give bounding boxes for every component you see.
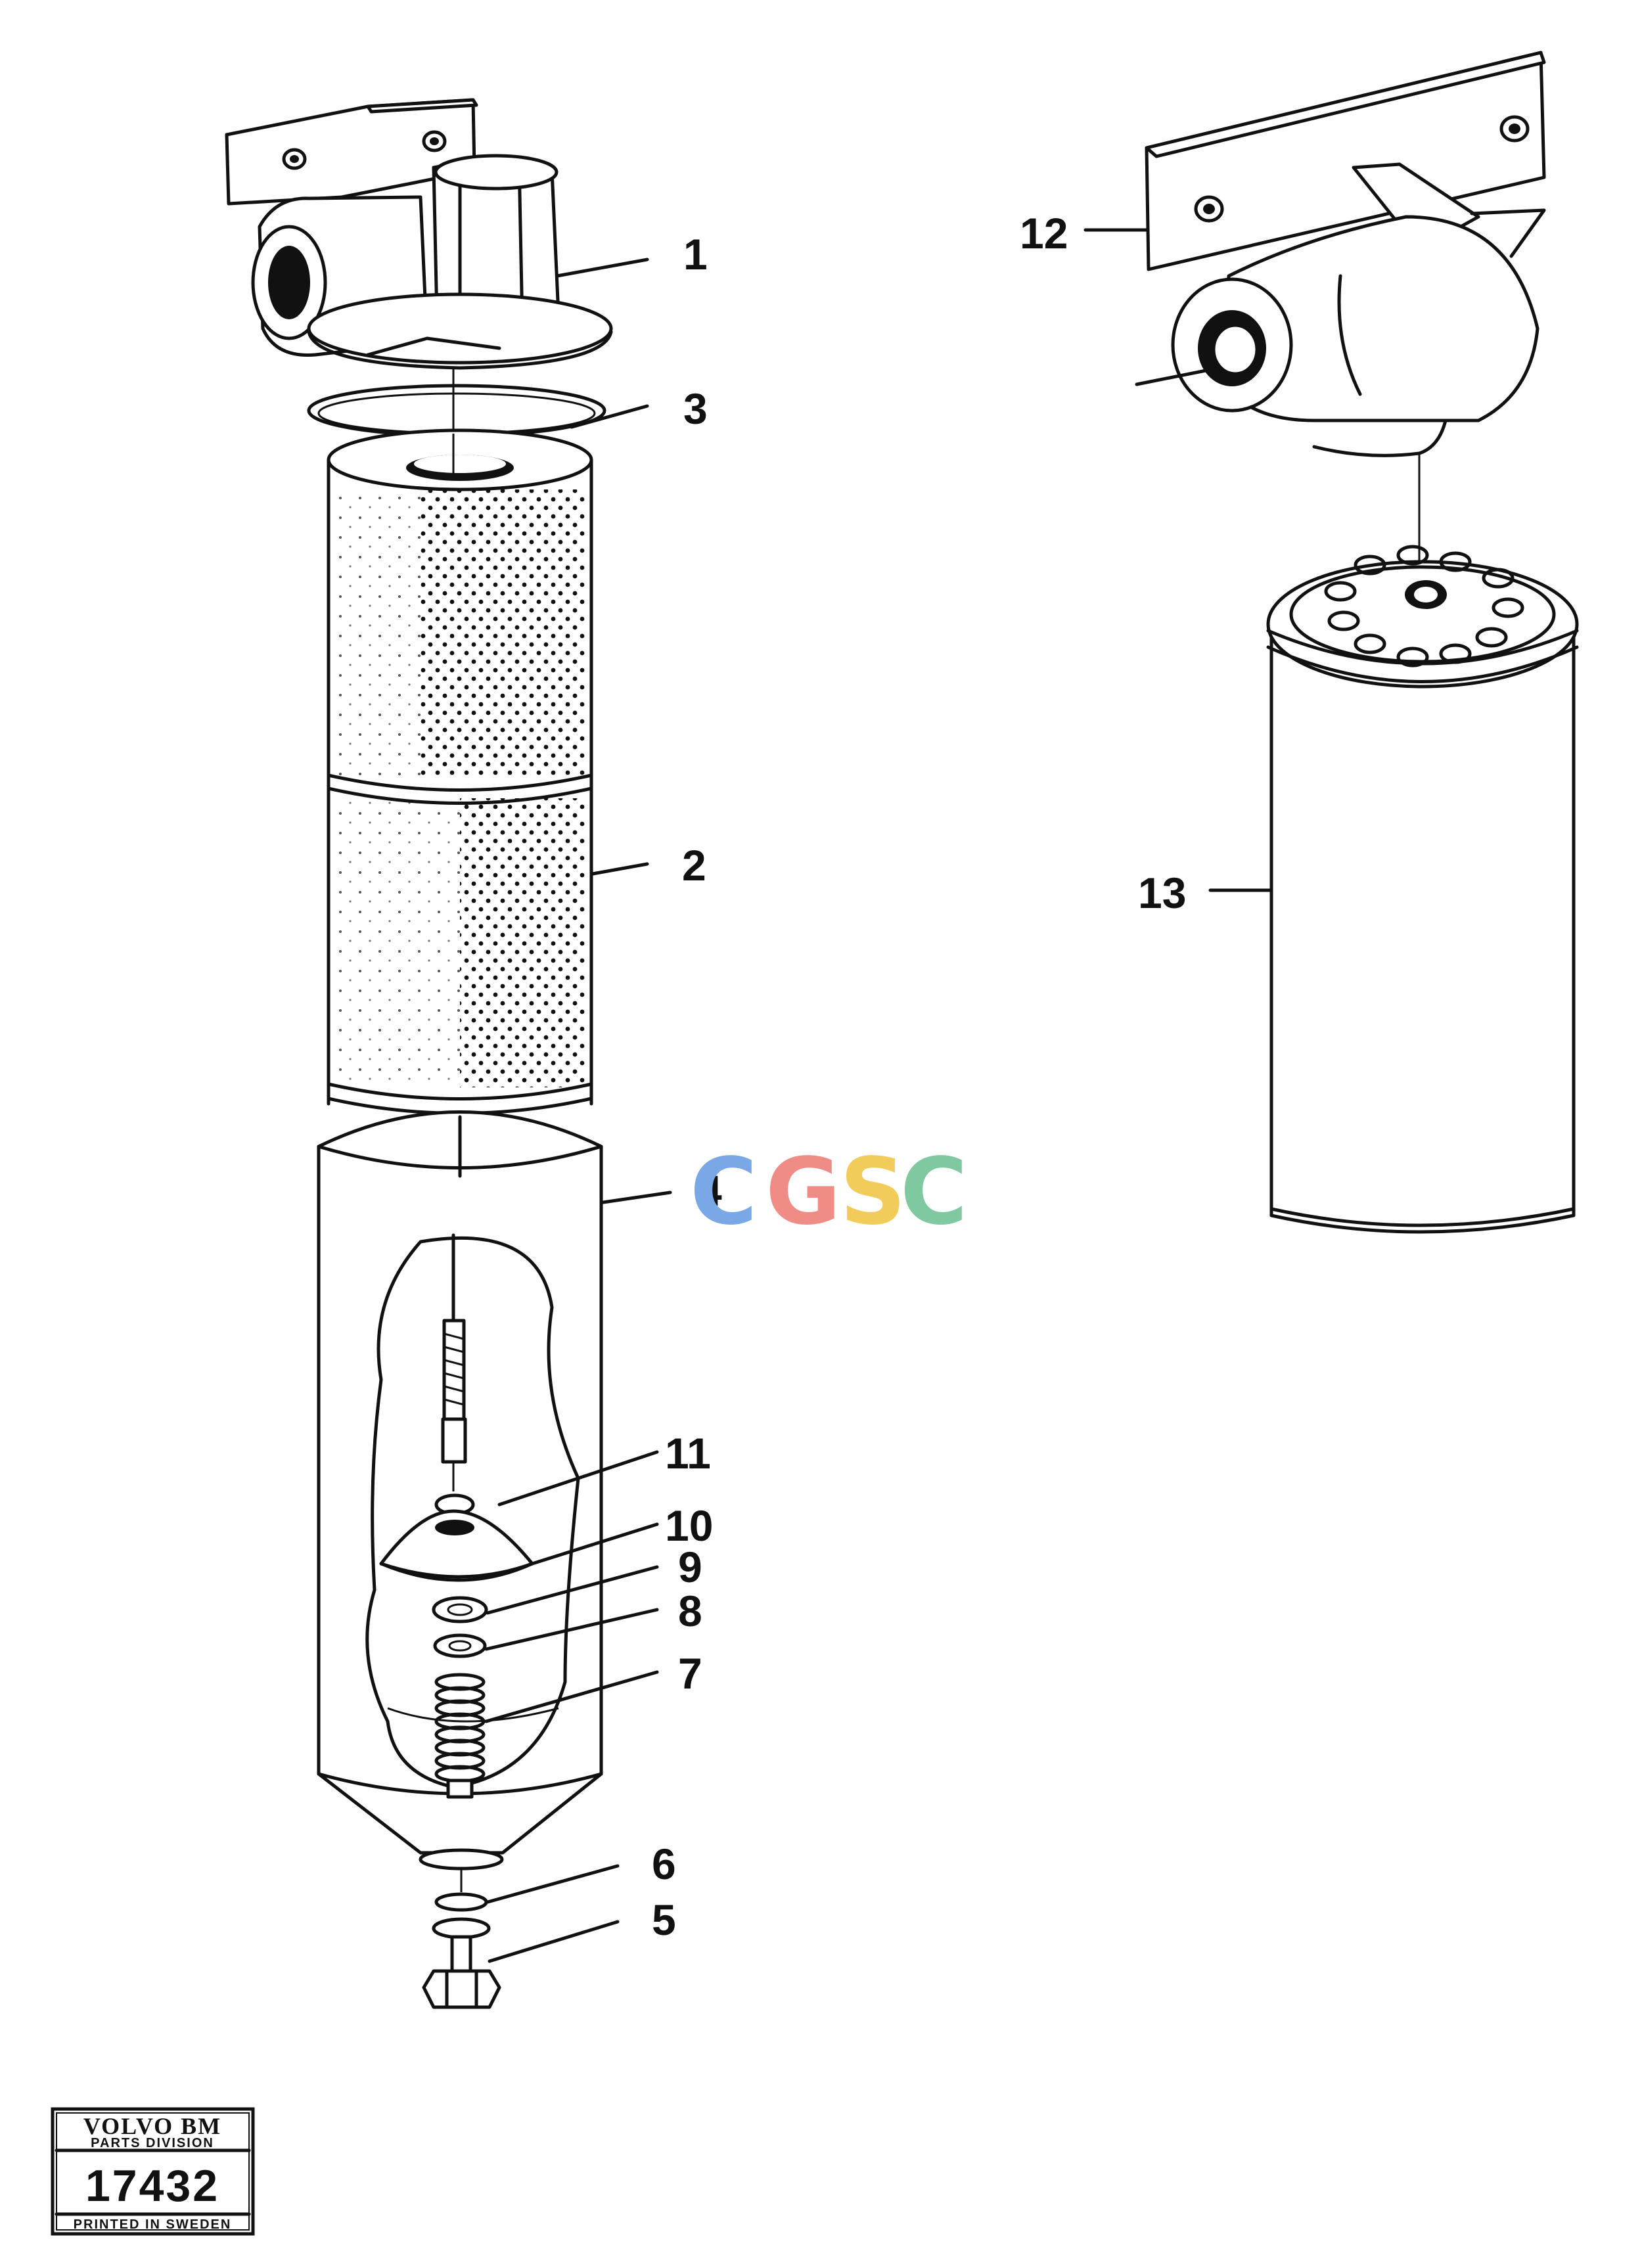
- callout-4: 4: [698, 1166, 722, 1215]
- watermark-letter-3: S: [840, 1139, 906, 1246]
- stamp-number: 17432: [85, 2161, 219, 2211]
- spin-on-filter-cartridge: [1266, 545, 1579, 1234]
- stamp-printed: PRINTED IN SWEDEN: [74, 2217, 232, 2232]
- callout-5: 5: [652, 1895, 676, 1944]
- callout-9: 9: [678, 1543, 702, 1591]
- filter-head-body: [251, 154, 613, 370]
- washer-5: [432, 1917, 491, 1939]
- callout-7: 7: [678, 1649, 702, 1698]
- watermark-letter-2: G: [765, 1139, 841, 1246]
- callout-8: 8: [678, 1587, 702, 1635]
- drain-plug-assembly: [419, 1848, 504, 2009]
- callout-13: 13: [1138, 869, 1186, 917]
- callout-6: 6: [652, 1840, 676, 1888]
- stamp-brand: VOLVO BM: [83, 2113, 221, 2139]
- callout-labels: 1 2 3 4 5 6 7 8 9 10 11 12 13: [652, 209, 1186, 1944]
- leader-lines: [484, 228, 1273, 1963]
- watermark-letter-4: C: [900, 1139, 968, 1246]
- spin-on-filter-head: [1145, 51, 1546, 457]
- callout-12: 12: [1020, 209, 1068, 258]
- spring: [434, 1673, 486, 1799]
- washer-6: [434, 1892, 488, 1912]
- callout-11: 11: [665, 1429, 711, 1478]
- callout-3: 3: [683, 384, 708, 433]
- volvo-bm-stamp: VOLVO BM PARTS DIVISION 17432 PRINTED IN…: [51, 2107, 255, 2236]
- stamp-division: PARTS DIVISION: [91, 2136, 214, 2150]
- valve-cone: [379, 1509, 534, 1582]
- filter-element: [327, 428, 593, 1115]
- watermark-letter-1: C: [690, 1139, 758, 1246]
- callout-2: 2: [682, 841, 706, 890]
- callout-10: 10: [665, 1501, 713, 1550]
- cgsc-watermark: C G S C: [690, 1139, 968, 1246]
- filter-bowl: [317, 1110, 603, 1855]
- callout-1: 1: [683, 230, 708, 279]
- o-ring: [307, 384, 606, 438]
